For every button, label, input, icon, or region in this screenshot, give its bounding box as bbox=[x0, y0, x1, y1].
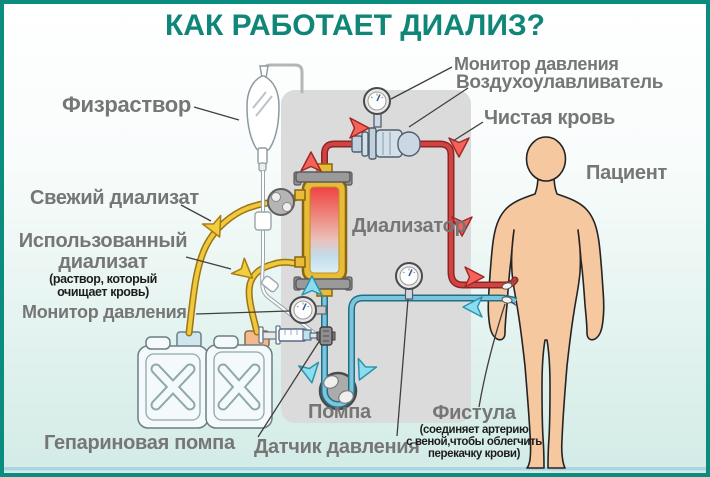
canister-x-emboss bbox=[150, 363, 196, 411]
callout-air-trap bbox=[408, 87, 469, 128]
canister-x-emboss bbox=[217, 363, 261, 411]
patient-figure bbox=[487, 136, 605, 469]
callout-saline bbox=[193, 106, 240, 121]
used-dialysate-line1: Использованный bbox=[18, 230, 188, 252]
dialysate-port-bottom bbox=[294, 256, 306, 268]
label-patient: Пациент bbox=[586, 162, 667, 184]
label-pressure-monitor-top: Монитор давления bbox=[454, 54, 619, 74]
page-title: КАК РАБОТАЕТ ДИАЛИЗ? bbox=[164, 9, 546, 42]
fistula-connection bbox=[501, 278, 518, 307]
air-trap bbox=[351, 127, 421, 160]
callout-used-dialysate bbox=[185, 256, 232, 270]
pressure-monitor-top-gauge bbox=[363, 87, 391, 128]
fistula-title: Фистула bbox=[432, 402, 516, 424]
drip-connector bbox=[254, 211, 272, 231]
callout-fistula bbox=[478, 303, 506, 408]
label-heparin-pump: Гепариновая помпа bbox=[44, 432, 235, 454]
callout-sensor-gauge bbox=[396, 298, 409, 437]
label-saline: Физраствор bbox=[62, 92, 192, 117]
line-clamp bbox=[316, 326, 336, 346]
canister-left bbox=[137, 331, 209, 429]
label-blood-pump: Помпа bbox=[308, 401, 371, 423]
fistula-note1: (соединяет артерию bbox=[419, 424, 529, 436]
patient-body bbox=[487, 174, 605, 469]
callout-fresh-dialysate bbox=[180, 204, 212, 222]
dialysate-port-top bbox=[294, 189, 306, 201]
callout-clean-blood bbox=[452, 121, 484, 142]
patient-head bbox=[525, 136, 567, 182]
label-pressure-sensor: Датчик давления bbox=[254, 436, 420, 458]
line-connector bbox=[261, 275, 279, 293]
pressure-sensor-gauge bbox=[395, 262, 423, 300]
floor-line bbox=[4, 467, 706, 471]
dialysate-pump bbox=[267, 188, 295, 216]
label-used-dialysate: Использованный диализат (раствор, которы… bbox=[15, 231, 191, 299]
callout-monitor-top bbox=[390, 66, 453, 100]
dialysate-canisters bbox=[137, 330, 273, 429]
label-fistula: Фистула (соединяет артерию с веной,чтобы… bbox=[398, 402, 550, 461]
dialyzer-top-cap bbox=[295, 171, 351, 183]
saline-bag bbox=[246, 65, 280, 172]
label-air-trap: Воздухоулавливатель bbox=[456, 72, 664, 93]
fistula-note3: перекачку крови) bbox=[427, 448, 521, 461]
callout-lines bbox=[180, 66, 506, 438]
used-dialysate-note1: (раствор, который bbox=[49, 272, 157, 286]
label-dialyzer: Диализатор bbox=[352, 215, 467, 237]
callout-sensor-clamp bbox=[257, 339, 321, 438]
pressure-monitor-left-gauge bbox=[289, 296, 327, 324]
used-dialysate-note2: очищает кровь) bbox=[57, 285, 149, 300]
label-pressure-monitor-left: Монитор давления bbox=[22, 302, 187, 322]
label-clean-blood: Чистая кровь bbox=[484, 107, 616, 129]
label-fresh-dialysate: Свежий диализат bbox=[30, 187, 199, 209]
dialyzer-bottom-cap bbox=[295, 278, 351, 290]
canister-right bbox=[205, 330, 273, 429]
callout-monitor-left bbox=[195, 310, 290, 315]
bag-shine bbox=[252, 91, 273, 117]
used-dialysate-line2: диализат bbox=[58, 251, 148, 273]
fistula-note2: с веной,чтобы облегчить bbox=[406, 436, 542, 449]
blood-pump-rollers bbox=[323, 375, 354, 404]
